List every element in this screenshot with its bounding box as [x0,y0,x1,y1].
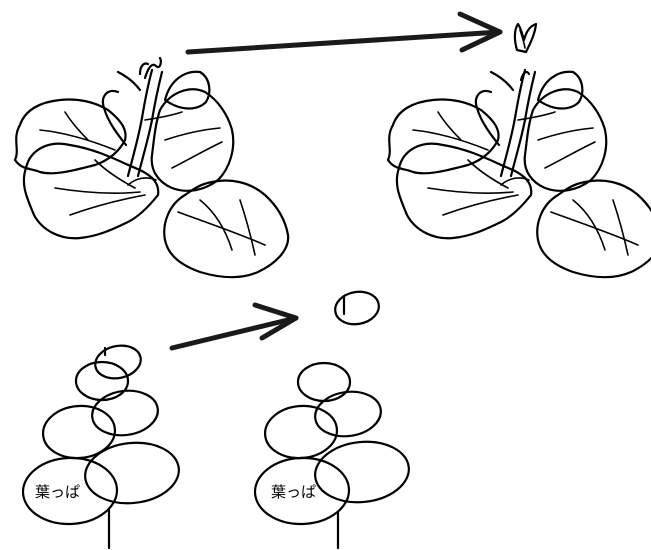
plant-drawing-left [15,58,288,277]
leaf-stack-right [254,363,412,548]
leaf-label-left: 葉っぱ [35,483,80,501]
arrow-top [188,14,500,52]
arrow-bottom [172,305,296,348]
leaf-stack-left [22,342,182,548]
leaf-label-right: 葉っぱ [271,483,316,501]
plant-drawing-right [388,70,651,277]
detached-leaf-drawing [333,288,382,327]
detached-bud-drawing [515,24,536,52]
